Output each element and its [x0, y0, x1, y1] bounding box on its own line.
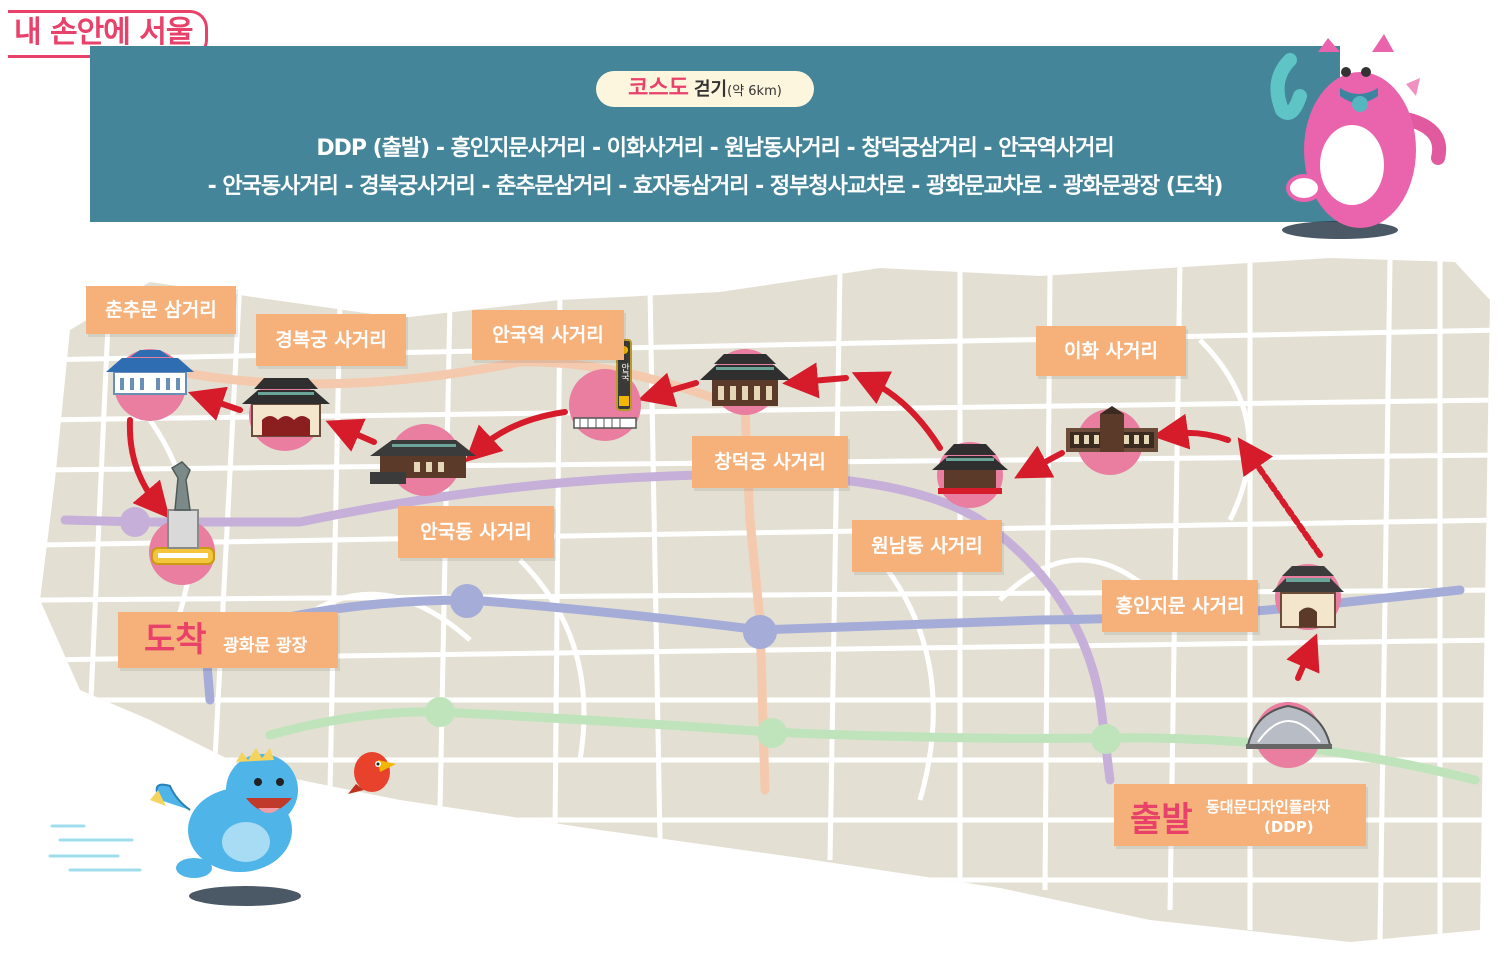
palace-gate-icon: [1066, 406, 1158, 452]
label-chunchumun: 춘추문 삼거리: [86, 286, 236, 334]
course-title-highlight: 코스도: [628, 76, 689, 101]
red-bird-mascot: [348, 752, 396, 794]
pink-monster-mascot: [1270, 34, 1447, 239]
course-distance: (약 6km): [727, 84, 782, 99]
label-angukdong: 안국동 사거리: [398, 506, 554, 558]
palace-gate-icon: [370, 440, 476, 484]
departure-box: 출발 동대문디자인플라자 (DDP): [1114, 784, 1366, 846]
transfer-station: [743, 615, 777, 649]
palace-gate-icon: [242, 378, 330, 437]
route-description-line1: DDP (출발) - 흥인지문사거리 - 이화사거리 - 원남동사거리 - 창덕…: [316, 136, 1114, 161]
label-changdeokgung: 창덕궁 사거리: [692, 436, 848, 488]
arrival-place: 광화문 광장: [223, 636, 308, 656]
statue-icon: [151, 461, 215, 565]
label-anguk-station: 안국역 사거리: [472, 310, 624, 360]
transfer-station: [425, 697, 455, 727]
arrival-title: 도착: [144, 620, 207, 660]
transfer-station: [757, 718, 787, 748]
arrival-box: 도착 광화문 광장: [118, 612, 338, 668]
subway-sign-text: 안국: [619, 363, 629, 382]
route-description-line2: - 안국동사거리 - 경복궁사거리 - 춘추문삼거리 - 효자동삼거리 - 정부…: [207, 174, 1224, 199]
transfer-station: [450, 584, 484, 618]
palace-gate-icon: [700, 354, 790, 406]
departure-place: 동대문디자인플라자: [1206, 798, 1331, 816]
blue-house-icon: [106, 350, 194, 395]
course-title-pill: 코스도 걷기(약 6km): [596, 71, 814, 107]
label-wonnamdong: 원남동 사거리: [852, 520, 1002, 572]
label-ihwa: 이화 사거리: [1036, 326, 1186, 376]
palace-gate-icon: [932, 444, 1008, 494]
blue-dinosaur-mascot: [48, 748, 301, 906]
walking-route-arrow: [126, 362, 1323, 681]
transfer-station: [120, 507, 150, 537]
transfer-station: [1091, 724, 1121, 754]
label-gyeongbokgung: 경복궁 사거리: [256, 314, 406, 366]
departure-place-abbr: (DDP): [1264, 818, 1314, 836]
palace-gate-icon: [1272, 566, 1344, 628]
course-title-walk: 걷기: [694, 79, 728, 100]
label-heunginjimun: 흥인지문 사거리: [1102, 580, 1258, 632]
departure-title: 출발: [1130, 800, 1193, 840]
ddp-building-icon: [1246, 704, 1332, 749]
